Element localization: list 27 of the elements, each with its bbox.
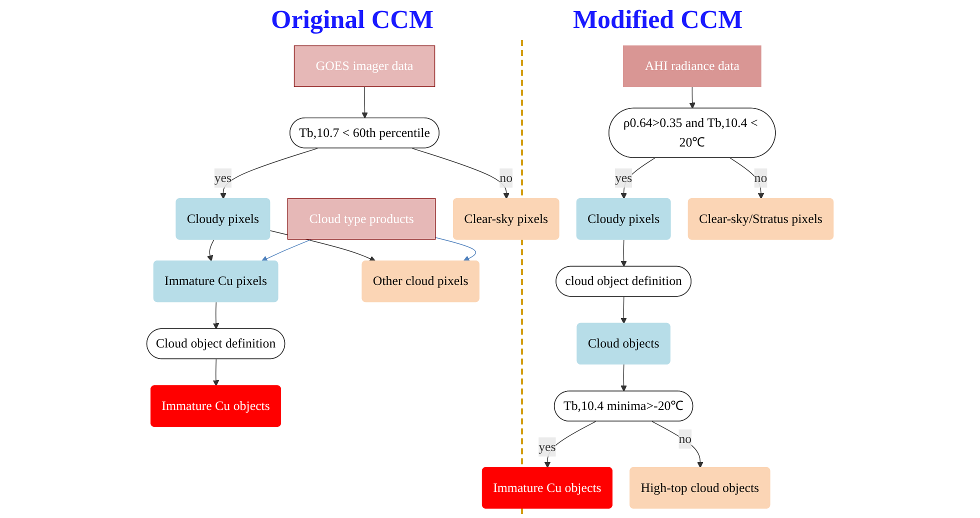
arrow (689, 86, 696, 109)
column-heading: Original CCM (271, 5, 434, 35)
arrow (544, 421, 596, 468)
arrow (206, 239, 214, 262)
edge-label: yes (614, 170, 632, 185)
arrow (212, 302, 220, 330)
arrow (412, 148, 510, 200)
arrow (620, 364, 627, 392)
arrow (362, 86, 368, 118)
node-box: GOES imager data (294, 45, 436, 87)
arrow (620, 296, 627, 324)
arrow (620, 239, 627, 267)
edge-label: no (678, 432, 692, 446)
arrow (620, 158, 656, 200)
arrow (212, 358, 220, 386)
edge-label: no (500, 170, 513, 185)
edge-label: yes (538, 439, 556, 454)
arrow (730, 158, 764, 200)
column-heading: Modified CCM (573, 5, 743, 35)
edge-label: yes (214, 170, 232, 185)
edge-label: no (754, 170, 768, 185)
arrow (220, 148, 318, 200)
arrow (652, 421, 704, 468)
node-box: Cloud type products (287, 198, 436, 240)
arrow (435, 237, 476, 262)
node-box: AHI radiance data (622, 45, 762, 87)
arrow (261, 239, 312, 262)
